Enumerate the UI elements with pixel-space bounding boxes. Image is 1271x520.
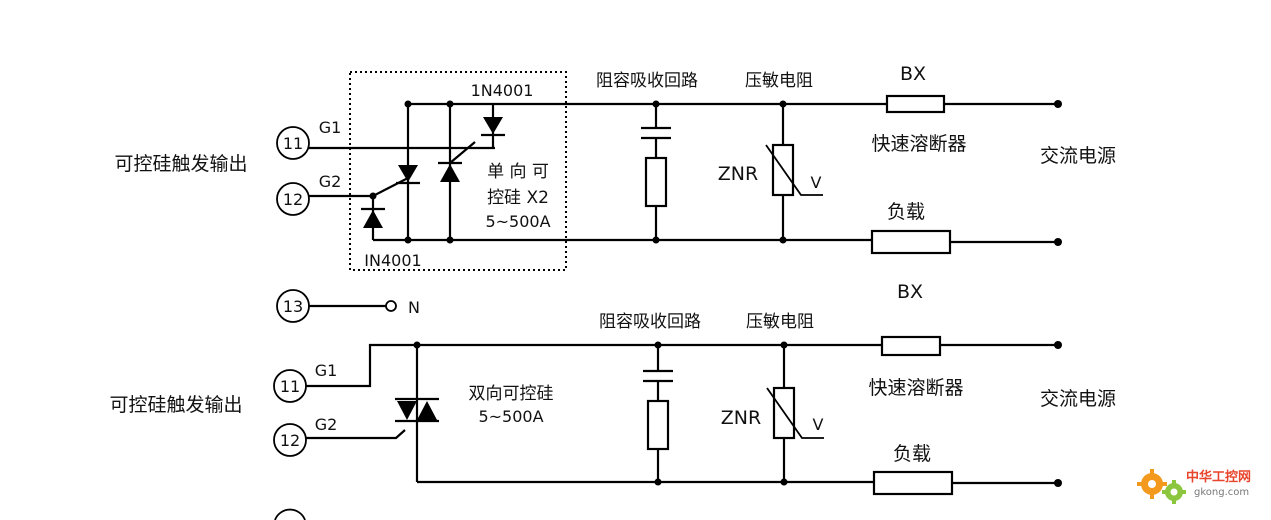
- junction: [652, 100, 660, 108]
- junction: [780, 478, 788, 486]
- ac-source-label: 交流电源: [1040, 388, 1116, 410]
- upper-circuit: 11 12 G1 G2 1N4001 IN4001 单: [114, 63, 1116, 271]
- fuse-bx-label: BX: [897, 281, 923, 303]
- terminal-13-label: 13: [283, 297, 303, 316]
- rc-snubber-label: 阻容吸收回路: [599, 312, 701, 332]
- ac-terminal-bottom: [1054, 238, 1062, 246]
- varistor-slash: [766, 387, 824, 439]
- g2-label: G2: [319, 172, 342, 191]
- fuse-name-label: 快速溶断器: [868, 377, 963, 399]
- terminal-partial-circle: [274, 508, 306, 520]
- load-label: 负载: [887, 201, 925, 223]
- scr-module-box: [349, 71, 567, 271]
- g2-wire: [306, 429, 406, 440]
- triac-triangle-down: [397, 401, 417, 420]
- triac-triangle-up: [417, 401, 437, 420]
- load-label: 负载: [893, 443, 931, 465]
- diode-bottom-label: IN4001: [364, 251, 421, 270]
- junction: [780, 341, 788, 349]
- trigger-output-label: 可控硅触发输出: [114, 153, 247, 175]
- g2-gate-wire: [372, 177, 409, 197]
- junction: [652, 236, 660, 244]
- junction: [446, 100, 454, 108]
- diode-bottom-triangle: [363, 210, 383, 228]
- gear-orange-icon: [1137, 469, 1167, 499]
- logo-site: gkong.com: [1194, 487, 1249, 498]
- scr1-triangle: [398, 165, 418, 182]
- ac-terminal-top: [1054, 100, 1062, 108]
- terminal-12-label: 12: [280, 431, 300, 450]
- varistor-label: 压敏电阻: [746, 312, 814, 332]
- diode-top-label: 1N4001: [471, 81, 534, 100]
- ac-source-label: 交流电源: [1040, 145, 1116, 167]
- scr-text-line1: 单 向 可: [487, 162, 549, 182]
- junction: [446, 236, 454, 244]
- diode-top-triangle: [483, 117, 503, 134]
- ac-terminal-bottom: [1054, 479, 1062, 487]
- varistor-slash: [765, 144, 823, 196]
- triac-text-line1: 双向可控硅: [469, 384, 554, 404]
- g1-wire: [306, 343, 417, 388]
- neutral-open-terminal: [385, 300, 397, 312]
- g1-label: G1: [319, 118, 342, 137]
- scr-text-line3: 5~500A: [485, 212, 550, 231]
- v-label: V: [813, 415, 824, 434]
- terminal-11-circle: [276, 126, 310, 160]
- rc-snubber-label: 阻容吸收回路: [596, 71, 698, 91]
- terminal-11-label: 11: [280, 377, 300, 396]
- ac-terminal-top: [1054, 341, 1062, 349]
- terminal-12-circle: [273, 423, 307, 457]
- logo-name: 中华工控网: [1186, 469, 1251, 485]
- terminal-12-circle: [276, 182, 310, 216]
- znr-label: ZNR: [721, 407, 761, 429]
- triac-text-line2: 5~500A: [478, 407, 543, 426]
- junction: [413, 341, 421, 349]
- scr2-gate-wire: [449, 141, 476, 164]
- junction: [654, 341, 662, 349]
- junction: [369, 192, 377, 200]
- lower-circuit: 11 12 G1 G2 双向可控硅 5~500A 阻容吸收回路: [109, 281, 1116, 520]
- fuse-name-label: 快速溶断器: [871, 133, 966, 155]
- junction: [654, 478, 662, 486]
- trigger-output-label: 可控硅触发输出: [109, 394, 242, 416]
- snubber-resistor: [644, 156, 668, 208]
- snubber-resistor: [646, 399, 670, 451]
- gkong-logo: 中华工控网 gkong.com: [1137, 469, 1251, 504]
- terminal-12-label: 12: [283, 190, 303, 209]
- v-label: V: [811, 173, 822, 192]
- load-body: [872, 470, 954, 496]
- fuse-body: [885, 94, 946, 114]
- junction: [404, 100, 412, 108]
- neutral-line: 13 N: [276, 289, 420, 323]
- scr2-triangle: [440, 164, 460, 182]
- junction: [779, 100, 787, 108]
- g1-label: G1: [315, 361, 338, 380]
- load-body: [870, 229, 952, 255]
- g2-label: G2: [315, 415, 338, 434]
- terminal-11-label: 11: [283, 134, 303, 153]
- junction: [404, 236, 412, 244]
- n-label: N: [408, 298, 420, 317]
- znr-label: ZNR: [718, 163, 758, 185]
- fuse-body: [880, 335, 942, 357]
- varistor-label: 压敏电阻: [745, 71, 813, 91]
- fuse-bx-label: BX: [900, 63, 926, 85]
- junction: [779, 236, 787, 244]
- scr-text-line2: 控硅 X2: [487, 188, 549, 208]
- gear-green-icon: [1162, 480, 1186, 504]
